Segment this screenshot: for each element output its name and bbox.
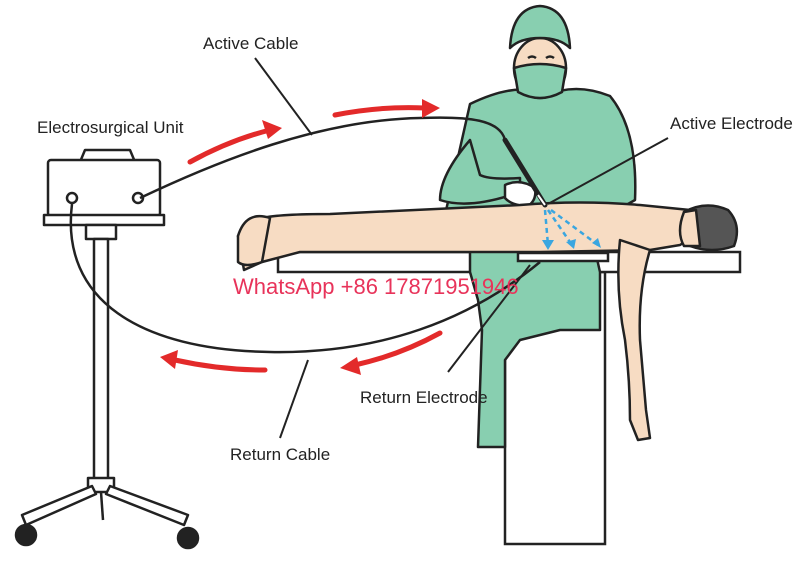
current-flow [543,208,599,247]
label-return-electrode: Return Electrode [360,388,488,407]
label-return-cable: Return Cable [230,445,330,464]
return-cable [69,203,541,354]
direction-arrowheads [160,99,440,375]
leader-return-electrode [447,264,531,373]
leader-return-cable [279,359,309,439]
surgeon-arm [438,138,522,205]
leader-active-electrode [547,137,669,205]
patient-feet [236,214,272,267]
leader-lines [254,57,669,439]
cart-wheel-left [14,523,38,547]
active-electrode-tip [537,194,546,206]
active-cable [139,116,507,200]
active-electrode-pencil [502,137,548,208]
cart-wheel-right [176,526,200,550]
active-arrow-2 [332,105,428,118]
current-path-2 [546,209,574,246]
surgeon-eyes [527,55,555,60]
return-arrow-2 [172,357,268,373]
leader-active-cable [254,57,313,136]
patient-face [678,208,702,248]
direction-arrows [172,105,443,373]
cart-leg-right [104,484,190,527]
watermark-text: WhatsApp +86 17871951946 [233,274,519,299]
cart-bracket [84,223,118,241]
active-port [131,191,145,205]
patient [236,201,739,442]
label-electrosurgical-unit: Electrosurgical Unit [37,118,184,137]
current-arrowheads [542,238,601,250]
return-port [65,191,79,205]
cart-leg-center [99,491,105,521]
return-electrode-pad [516,251,610,263]
current-path-1 [543,209,550,246]
label-active-cable: Active Cable [203,34,298,53]
surgeon-cap [508,4,572,50]
unit-body [46,158,162,218]
return-arrow-1 [352,330,443,368]
electrosurgical-unit-cart [14,148,200,550]
current-path-3 [550,208,599,247]
surgeon-mask [512,62,568,100]
unit-shelf [42,213,166,227]
cart-leg-left [20,484,98,527]
surgeon [438,4,637,449]
surgeon-hand [503,180,537,208]
patient-arm [617,238,652,442]
active-arrow-1 [187,127,273,165]
cart-pole [92,237,110,483]
label-active-electrode: Active Electrode [670,114,793,133]
